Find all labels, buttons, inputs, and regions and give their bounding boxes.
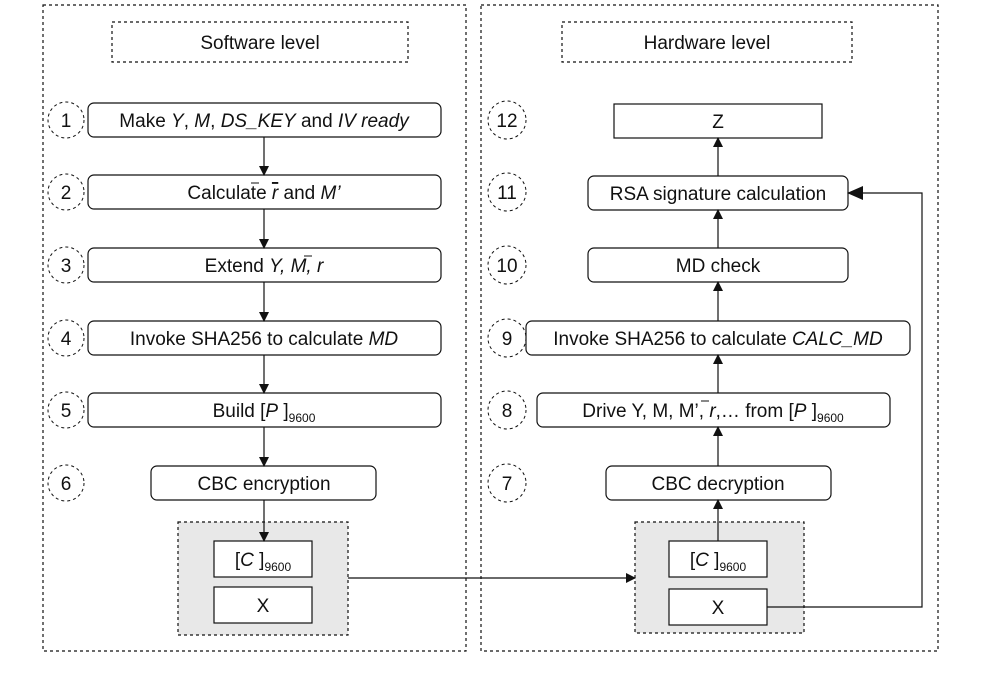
- step-5-label: Build [P ]9600: [213, 401, 316, 425]
- step-number: 9: [502, 329, 513, 350]
- step-number-circle: [47, 173, 85, 211]
- step-number-circle: [487, 390, 527, 430]
- step-number: 4: [61, 329, 72, 350]
- z-box: [613, 103, 823, 139]
- step-number: 8: [502, 401, 513, 422]
- step-9-label: Invoke SHA256 to calculate CALC_MD: [553, 329, 883, 350]
- step-number: 2: [61, 183, 72, 204]
- step-number: 11: [497, 183, 517, 204]
- step-number-circle: [47, 246, 85, 284]
- step-number: 1: [61, 111, 72, 132]
- hardware-panel: [480, 4, 939, 652]
- software-panel: [42, 4, 467, 652]
- step-number-circle: [487, 172, 527, 212]
- step-number: 5: [61, 401, 72, 422]
- x-feedback-arrow: [767, 186, 923, 608]
- step-1-label: Make Y, M, DS_KEY and IV ready: [119, 111, 410, 132]
- step-number-circle: [487, 245, 527, 285]
- step-number: 6: [61, 474, 72, 495]
- step-number-circle: [47, 391, 85, 429]
- hw-ciphertext-label: [C ]9600: [690, 550, 747, 574]
- step-8-label: Drive Y, M, M’, r,… from [P ]9600: [582, 401, 844, 425]
- step-number: 12: [496, 111, 517, 132]
- step-number-circle: [487, 463, 527, 503]
- step-7-label: CBC decryption: [651, 474, 784, 495]
- hardware-title-box: [561, 21, 853, 63]
- ciphertext-label: [C ]9600: [235, 550, 292, 574]
- step-2-label: Calculate r and M’: [187, 183, 341, 204]
- step-number: 3: [61, 256, 72, 277]
- step-6-label: CBC encryption: [197, 474, 330, 495]
- software-title: Software level: [200, 33, 319, 54]
- hw-x-label: X: [712, 598, 725, 619]
- z-label: Z: [712, 112, 724, 133]
- hw-x-box: [668, 588, 768, 626]
- hardware-title: Hardware level: [644, 33, 771, 54]
- step-number-circle: [487, 100, 527, 140]
- hardware-step-numbers: 12 11 10 9 8 7: [487, 100, 527, 503]
- step-number-circle: [47, 319, 85, 357]
- step-number: 7: [502, 474, 513, 495]
- step-3-label: Extend Y, M, r: [205, 256, 324, 277]
- step-number: 10: [496, 256, 517, 277]
- software-step-numbers: 1 2 3 4 5 6: [47, 101, 85, 502]
- step-number-circle: [47, 464, 85, 502]
- step-number-circle: [47, 101, 85, 139]
- x-box: [213, 586, 313, 624]
- ciphertext-box: [213, 540, 313, 578]
- x-label: X: [257, 596, 270, 617]
- step-10-label: MD check: [676, 256, 761, 277]
- hw-ciphertext-box: [668, 540, 768, 578]
- step-4-label: Invoke SHA256 to calculate MD: [130, 329, 399, 350]
- step-11-label: RSA signature calculation: [610, 184, 827, 205]
